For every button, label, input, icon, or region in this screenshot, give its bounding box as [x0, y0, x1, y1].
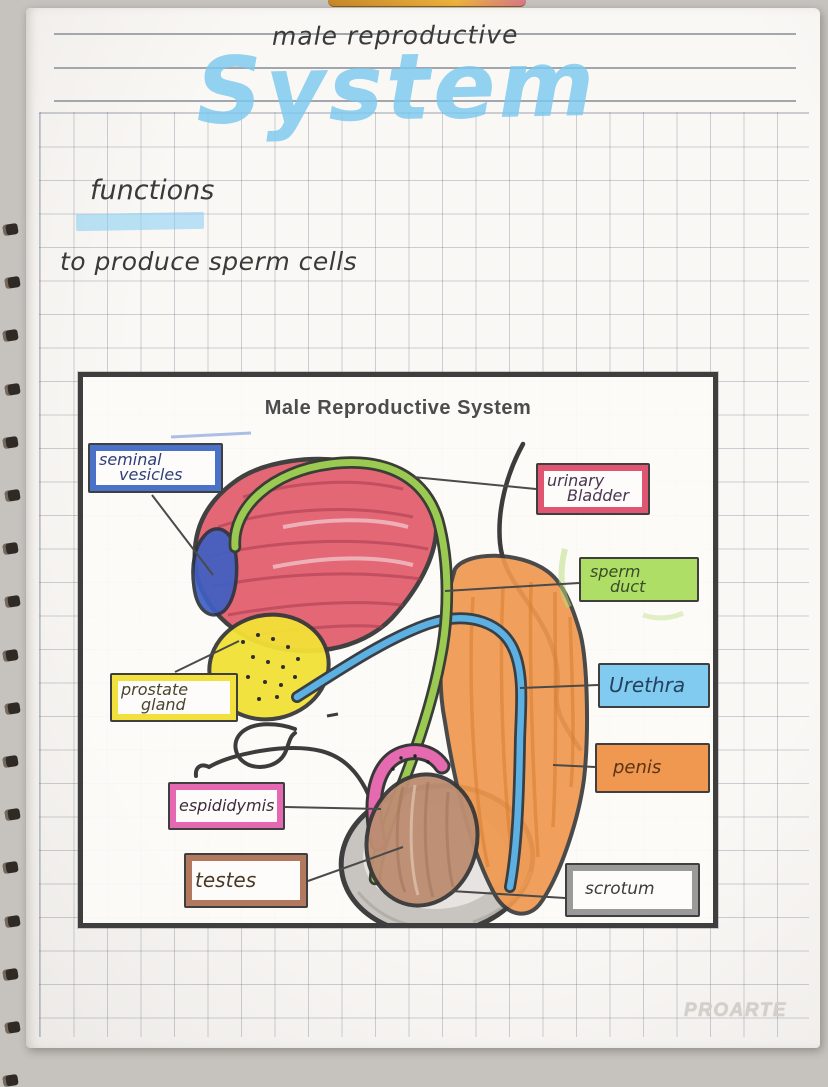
spiral-binding-hole: [4, 914, 21, 928]
spiral-binding-hole: [4, 276, 21, 290]
spiral-binding-hole: [4, 1020, 21, 1035]
paper-brand-watermark: PROARTE: [684, 1000, 788, 1021]
label-text: testes: [195, 868, 257, 892]
testis-highlight: [409, 784, 420, 896]
urethra-loop: [233, 722, 297, 769]
green-smudge: [642, 610, 685, 621]
pencil-edge-object: [328, 0, 526, 7]
spiral-binding-hole: [4, 701, 21, 715]
leader-espididymis: [284, 806, 382, 810]
spiral-binding-hole: [4, 382, 21, 396]
label-prostate-gland: prostate gland: [110, 673, 238, 722]
functions-note: to produce sperm cells: [60, 247, 358, 276]
leader-penis: [552, 764, 596, 768]
spiral-binding-hole: [2, 967, 19, 981]
ruled-line: [54, 100, 796, 102]
blue-smudge: [170, 431, 252, 439]
notebook-page: System male reproductive functions to pr…: [26, 8, 820, 1048]
spiral-binding-hole: [4, 488, 21, 503]
bladder-hatching: [207, 480, 429, 637]
diagram-frame: Male Reproductive System: [78, 372, 718, 928]
pubic-outline: [193, 746, 373, 803]
label-text: duct: [610, 576, 646, 596]
anatomy-drawing: [151, 431, 685, 923]
highlighter-mark: [75, 211, 205, 232]
functions-heading: functions: [90, 175, 215, 206]
prostate-dots: [241, 633, 300, 701]
spiral-binding-hole: [2, 754, 19, 769]
leader-testes: [307, 846, 404, 882]
label-text: scrotum: [585, 879, 655, 900]
leader-prostate-gland: [174, 640, 240, 673]
spiral-binding-hole: [2, 222, 19, 237]
page-title-handwritten: male reproductive: [271, 20, 519, 51]
bladder-highlights: [272, 518, 414, 569]
spiral-binding-hole: [2, 542, 19, 556]
leader-seminal-vesicles: [151, 494, 214, 576]
label-text: urinary: [547, 471, 605, 491]
label-text: sperm: [590, 561, 641, 581]
spiral-binding: [0, 0, 26, 1087]
spiral-binding-hole: [4, 595, 21, 609]
leader-scrotum: [450, 890, 566, 899]
ruled-line: [54, 67, 796, 69]
leader-sperm-duct: [444, 582, 580, 592]
testis-streaks: [395, 781, 455, 898]
label-penis: penis: [595, 743, 710, 793]
label-text: espididymis: [179, 795, 275, 815]
label-sperm-duct: sperm duct: [579, 557, 699, 602]
spiral-binding-hole: [2, 329, 19, 343]
page-title-marker: System: [194, 29, 599, 146]
spiral-binding-hole: [2, 648, 19, 662]
label-text: Bladder: [567, 486, 629, 505]
penis-streaks: [469, 581, 575, 878]
label-seminal-vesicles: seminal vesicles: [88, 443, 223, 493]
label-urethra: Urethra: [598, 663, 710, 708]
spiral-binding-hole: [2, 1074, 19, 1087]
label-text: seminal: [99, 450, 162, 470]
spiral-binding-hole: [2, 861, 19, 875]
pencil-dash: [326, 712, 339, 718]
leader-urethra: [519, 684, 599, 689]
urethra-tube: [293, 615, 525, 891]
label-text: prostate: [121, 679, 189, 699]
epididymis-dots: [391, 754, 430, 771]
label-testes: testes: [184, 853, 308, 908]
label-text: vesicles: [119, 465, 183, 484]
spiral-binding-hole: [2, 435, 19, 449]
label-scrotum: scrotum: [565, 863, 700, 917]
leader-lines: [151, 476, 599, 899]
leader-urinary-bladder: [412, 476, 537, 490]
label-text: gland: [141, 694, 186, 714]
green-smudge: [558, 548, 572, 609]
label-espididymis: espididymis: [168, 782, 285, 830]
label-text: Urethra: [609, 673, 686, 697]
spiral-binding-hole: [4, 808, 21, 822]
diagram-title: Male Reproductive System: [264, 397, 532, 419]
ruled-line: [54, 33, 796, 35]
label-text: penis: [613, 756, 662, 778]
label-urinary-bladder: urinary Bladder: [536, 463, 650, 515]
